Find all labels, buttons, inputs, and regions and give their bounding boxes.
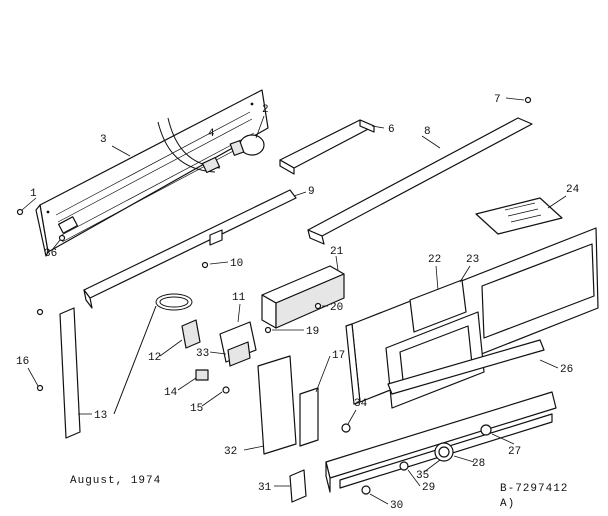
screw-20-part [314,302,322,310]
thermostat-part [113,293,201,415]
callout-19: 19 [306,326,319,338]
callout-13: 13 [94,410,107,422]
callout-36: 36 [44,248,57,260]
grommet-29-part [399,461,409,471]
callout-31: 31 [258,482,272,494]
footer-code-line2: A) [500,498,515,510]
footer-code-line1: B-7297412 [500,483,568,495]
callout-4: 4 [208,128,215,140]
callout-22: 22 [428,254,441,266]
callout-14: 14 [164,387,178,399]
callout-8: 8 [424,126,431,138]
callout-30: 30 [390,500,403,512]
control-panel-part [345,227,599,409]
wire-harness-part [157,117,221,174]
callout-9: 9 [308,186,315,198]
side-panel-part [257,355,297,455]
callout-6: 6 [388,124,395,136]
duct-part [261,265,345,329]
callout-2: 2 [262,104,269,116]
lamp-part [229,134,265,156]
grommet-30-part [361,485,371,495]
screw-19-part [264,326,272,334]
bracket-17-part [299,387,319,447]
callout-1: 1 [30,188,37,200]
clip-part [195,369,230,394]
callout-12: 12 [148,352,161,364]
knob-27-part [480,424,492,436]
callout-11: 11 [232,292,246,304]
callout-24: 24 [566,184,580,196]
callout-28: 28 [472,458,485,470]
knob-34-part [341,423,351,433]
callout-34: 34 [354,398,368,410]
clip-31-part [289,469,307,503]
callout-23: 23 [466,254,479,266]
callout-21: 21 [330,246,344,258]
footer-date: August, 1974 [70,475,161,487]
bottom-trim-part [387,339,545,395]
callout-17: 17 [332,350,345,362]
callout-15: 15 [190,403,203,415]
callout-26: 26 [560,364,573,376]
callout-29: 29 [422,482,435,494]
side-strip-part [59,307,81,439]
screw-part [201,261,209,269]
screw-1-part [16,208,44,316]
screw-16-part [36,384,44,392]
callout-27: 27 [508,446,521,458]
screw-7-part [524,96,532,104]
callout-16: 16 [16,356,29,368]
lower-bracket-part [83,189,297,309]
label-plate-part [475,197,563,235]
small-bracket-part [279,119,375,175]
callout-32: 32 [224,446,237,458]
callout-3: 3 [100,134,107,146]
switch-box-part [219,321,257,367]
callout-10: 10 [230,258,243,270]
long-trim-part [307,117,533,245]
callout-20: 20 [330,302,343,314]
screw-36-part [58,234,66,242]
leader-lines [21,97,567,505]
callout-33: 33 [196,348,209,360]
callout-35: 35 [416,470,429,482]
rear-panel-part [35,89,269,257]
callout-labels: 1 2 3 4 6 7 8 9 10 11 12 13 14 15 16 17 … [16,94,580,512]
callout-7: 7 [494,94,501,106]
knob-28-part [434,442,454,462]
